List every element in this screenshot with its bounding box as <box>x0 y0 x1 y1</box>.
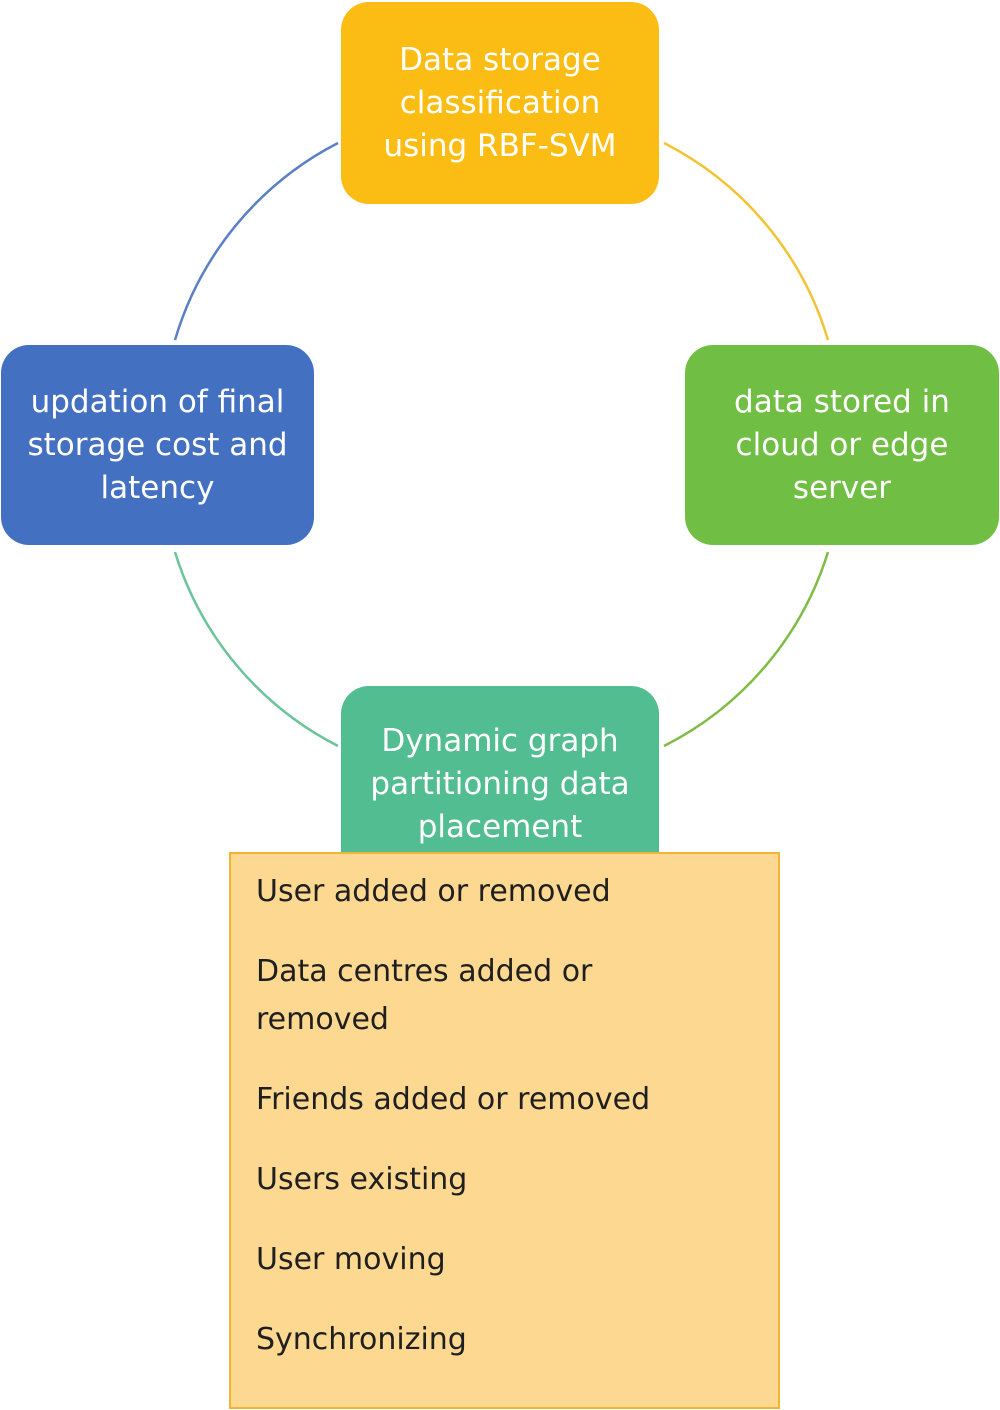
node-label: updation of final storage cost and laten… <box>27 381 287 510</box>
node-data-stored-cloud-edge: data stored in cloud or edge server <box>685 345 999 545</box>
events-list: User added or removed Data centres added… <box>256 868 758 1364</box>
list-item: User moving <box>256 1242 446 1277</box>
node-data-storage-classification: Data storage classification using RBF-SV… <box>341 2 659 204</box>
node-label-line: server <box>792 469 892 506</box>
node-updation-storage-cost-latency: updation of final storage cost and laten… <box>1 345 314 545</box>
list-item: Synchronizing <box>256 1322 467 1357</box>
node-label-line: Dynamic graph <box>381 723 619 759</box>
node-label-line: data stored in <box>734 383 950 420</box>
list-item: Friends added or removed <box>256 1082 651 1117</box>
node-label-line: placement <box>417 809 583 845</box>
node-label-line: cloud or edge <box>735 426 949 463</box>
list-item: User added or removed <box>256 874 611 909</box>
node-label-line: Data storage <box>399 41 601 78</box>
node-label: data stored in cloud or edge server <box>734 381 950 510</box>
arc-right-to-bottom <box>663 551 830 748</box>
node-label-line: storage cost and <box>27 426 288 463</box>
node-label: Dynamic graph partitioning data placemen… <box>370 720 629 849</box>
arc-bottom-to-left <box>173 551 339 748</box>
node-label-line: latency <box>100 469 215 506</box>
node-label-line: updation of final <box>30 383 285 420</box>
list-item: Users existing <box>256 1162 468 1197</box>
node-label-line: using RBF-SVM <box>383 127 617 164</box>
node-label: Data storage classification using RBF-SV… <box>383 39 616 168</box>
partitioning-events-box: User added or removed Data centres added… <box>229 852 780 1409</box>
node-label-line: partitioning data <box>370 766 630 802</box>
arc-left-to-top <box>173 141 339 341</box>
list-item: Data centres added or removed <box>256 954 593 1037</box>
arc-top-to-right <box>663 141 830 341</box>
node-label-line: classification <box>399 84 601 121</box>
node-dynamic-graph-partitioning: Dynamic graph partitioning data placemen… <box>341 686 659 886</box>
